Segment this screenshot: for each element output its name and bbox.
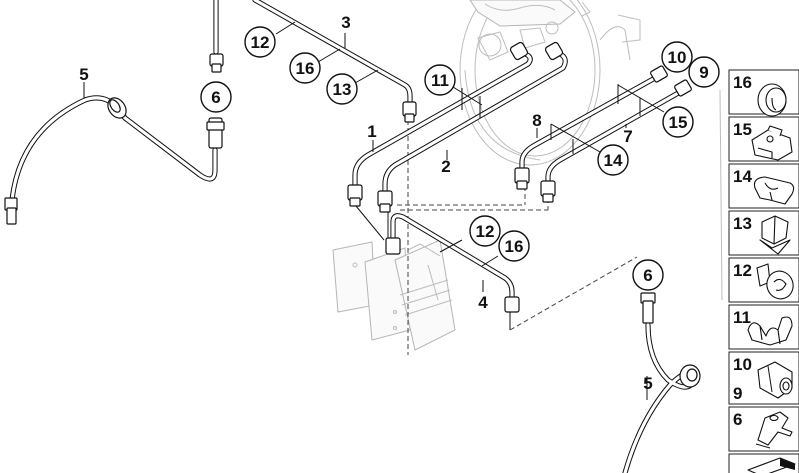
callout-label: 16: [505, 237, 524, 256]
callout-label: 12: [251, 33, 270, 52]
callout-12-top[interactable]: 12: [244, 26, 276, 58]
panel-item-11[interactable]: 11: [728, 304, 799, 350]
panel-item-16[interactable]: 16: [728, 69, 799, 117]
label-pipe-3[interactable]: 3: [341, 13, 350, 32]
callout-label: 11: [431, 71, 449, 90]
retaining-clip-icon: [756, 263, 794, 300]
parts-panel: 16 15 14: [728, 69, 799, 473]
brake-pipe-2: [377, 41, 568, 213]
label-hose-5-left[interactable]: 5: [79, 65, 88, 84]
callout-15[interactable]: 15: [662, 106, 694, 138]
brake-pipe-1: [347, 41, 533, 207]
pipe-clip-double-icon: [747, 316, 793, 346]
panel-item-label: 12: [733, 261, 752, 280]
callout-label: 9: [699, 63, 708, 82]
bracket-icon: [755, 411, 793, 449]
panel-item-12[interactable]: 12: [728, 257, 799, 303]
panel-item-6[interactable]: 6: [728, 406, 799, 452]
callout-6-right[interactable]: 6: [632, 259, 664, 291]
label-pipe-4[interactable]: 4: [478, 293, 488, 312]
brake-hose-5-left: [4, 95, 225, 225]
pipe-clip-icon: [753, 176, 795, 205]
panel-item-10-9[interactable]: 10 9: [728, 351, 799, 405]
panel-item-14[interactable]: 14: [728, 163, 799, 209]
gasket-set-icon: [747, 457, 796, 473]
callout-label: 14: [604, 151, 623, 170]
brake-booster-ghost: [459, 0, 723, 301]
panel-item-label: 10: [733, 355, 752, 374]
callout-9[interactable]: 9: [688, 56, 720, 88]
grommet-icon: [757, 83, 787, 117]
holder-clip-icon: [759, 215, 791, 255]
brake-hose-5-right: [622, 292, 701, 473]
panel-item-label: 13: [733, 214, 752, 233]
callout-6-left[interactable]: 6: [200, 81, 232, 113]
callout-13[interactable]: 13: [326, 73, 358, 105]
panel-item-label: 16: [733, 73, 752, 92]
panel-item-label: 11: [733, 308, 751, 327]
callout-label: 15: [669, 113, 688, 132]
callout-leaders: [83, 21, 665, 400]
callout-11[interactable]: 11: [424, 64, 456, 96]
callout-label: 13: [333, 80, 352, 99]
brake-pipe-8: [514, 65, 668, 190]
callout-16-top[interactable]: 16: [289, 52, 321, 84]
brake-pipe-3: [252, 0, 417, 123]
panel-item-15[interactable]: 15: [728, 116, 799, 162]
callout-label: 10: [668, 48, 687, 67]
callout-14[interactable]: 14: [597, 144, 629, 176]
callout-label: 12: [476, 222, 495, 241]
brake-pipe-4: [385, 213, 520, 313]
label-pipe-2[interactable]: 2: [441, 157, 450, 176]
callout-label: 16: [296, 59, 315, 78]
panel-item-label: 14: [733, 167, 752, 186]
panel-item-13[interactable]: 13: [728, 210, 799, 256]
label-pipe-1[interactable]: 1: [367, 122, 376, 141]
callout-12-bottom[interactable]: 12: [469, 215, 501, 247]
callout-label: 6: [643, 266, 652, 285]
callout-10[interactable]: 10: [661, 41, 693, 73]
brake-pipe-7: [540, 79, 692, 203]
callout-label: 6: [211, 88, 220, 107]
panel-item-gasket-set[interactable]: [728, 453, 799, 473]
panel-item-label: 6: [733, 410, 742, 429]
label-pipe-8[interactable]: 8: [532, 111, 541, 130]
double-clip-icon: [751, 125, 793, 161]
brake-pipe-upper-left: [209, 0, 224, 73]
panel-item-label: 9: [733, 384, 742, 403]
abs-unit-ghost: [332, 239, 456, 351]
clip-leaders: [461, 84, 641, 154]
union-nut-icon: [757, 361, 793, 399]
panel-item-label: 15: [733, 120, 752, 139]
callout-16-bottom[interactable]: 16: [498, 230, 530, 262]
label-hose-5-right[interactable]: 5: [643, 374, 652, 393]
label-pipe-7[interactable]: 7: [623, 127, 632, 146]
